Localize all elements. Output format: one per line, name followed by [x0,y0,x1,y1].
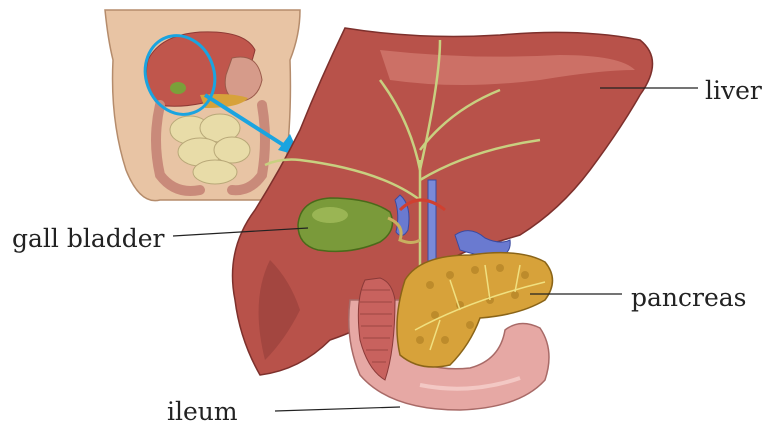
gall-bladder-label: gall bladder [12,226,165,251]
pancreas-label: pancreas [631,285,747,310]
liver-label: liver [705,78,762,103]
torso-inset [105,10,300,201]
ileum-label: ileum [167,399,238,424]
ileum-leader-line [275,407,400,411]
